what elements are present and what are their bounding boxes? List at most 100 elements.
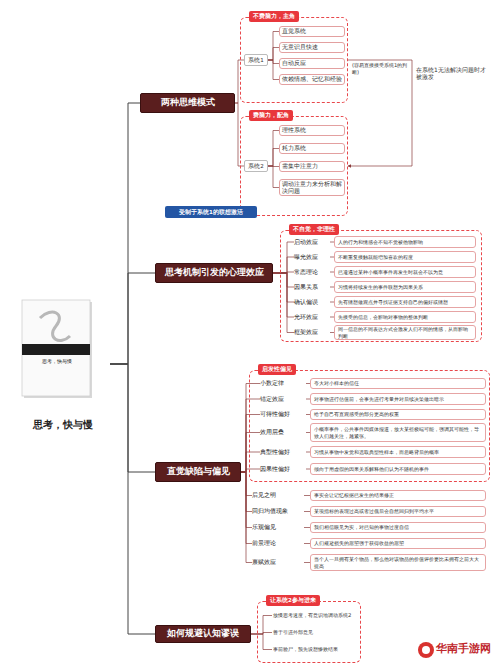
effect-name: 框架效应	[294, 325, 330, 340]
group-tag: 费脑力，配角	[249, 110, 293, 121]
effect-desc: 我们相信眼见为实，对已知的事物过度自信	[310, 522, 486, 533]
node-text: 倾向于用虚假的因果关系解释他们认为不随机的事件	[314, 466, 429, 473]
node-text: 放慢思考速度，有意识地调动系统2	[273, 612, 351, 619]
effect-desc: 给予自己有直观感受的部分更高的权重	[310, 409, 486, 420]
connector	[241, 472, 252, 496]
trait-box: 无意识且快速	[279, 42, 345, 53]
connector	[251, 616, 272, 635]
watermark-logo	[418, 642, 434, 658]
effect-name: 后见之明	[252, 490, 304, 501]
node-text: 锚定效应	[260, 395, 284, 404]
node-text: 人们规避损失的愿望强于获得收益的愿望	[314, 540, 404, 547]
node-text: 无意识且快速	[282, 44, 318, 51]
cover-band	[22, 344, 90, 355]
node-text: 对事物进行估值前，会事先进行考量并对后续决策做出暗示	[314, 396, 444, 403]
node-text: 不断重复接触就能增加喜欢的程度	[338, 254, 413, 261]
effect-desc: 习惯从事物中发觉和选取典型性样本，而忽略背后的概率	[310, 446, 486, 458]
node-text: 小数定律	[260, 379, 284, 388]
tip-item: 放慢思考速度，有意识地调动系统2	[272, 610, 360, 621]
effect-name: 启动效应	[294, 236, 330, 248]
effect-desc: 对事物进行估值前，会事先进行考量并对后续决策做出暗示	[310, 393, 486, 405]
effect-name: 禀赋效应	[252, 554, 304, 571]
connector	[251, 634, 272, 650]
node-text: 光环效应	[294, 313, 318, 322]
group-frame: 启发性偏见小数定律夸大对小样本的信任锚定效应对事物进行估值前，会事先进行考量并对…	[249, 370, 490, 482]
effect-name: 因果关系	[294, 281, 330, 293]
connector	[268, 131, 279, 167]
node-text: 习惯从事物中发觉和选取典型性样本，而忽略背后的概率	[314, 449, 439, 456]
node-text: 后见之明	[252, 491, 276, 500]
tip-item: 善于引进外部意见	[272, 627, 360, 638]
effect-desc: 已遭遇过某种小概率事件再发生时就会不以为意	[334, 266, 476, 278]
node-text: 小概率事件，公共事件因媒体报道，放大某些极端可能，强调其可能性，导致人们越关注，…	[314, 426, 482, 440]
watermark: 华南手游网	[436, 642, 500, 658]
effect-name: 锚定效应	[260, 393, 306, 405]
node-text: 依赖情感、记忆和经验	[282, 76, 342, 83]
trait-box: 依赖情感、记忆和经验	[279, 74, 345, 85]
group-tag: 不费脑力，主角	[249, 11, 299, 22]
effect-name: 典型性偏好	[260, 446, 306, 458]
node-text: 先接受的信息，会影响对事物的整体判断	[338, 314, 428, 321]
node-text: 受制于系统1的联想激活	[179, 209, 243, 216]
node-text: 启动效应	[294, 238, 318, 247]
node-text: 思考机制引发的心理效应	[165, 267, 264, 279]
connector	[241, 433, 260, 473]
effect-desc: 夸大对小样本的信任	[310, 378, 486, 389]
effect-name: 曝光效应	[294, 251, 330, 263]
effect-desc: 倾向于用虚假的因果关系解释他们认为不随机的事件	[310, 463, 486, 475]
trait-box: 自动反应	[279, 58, 345, 69]
node-text: 已遭遇过某种小概率事件再发生时就会不以为意	[338, 269, 443, 276]
effect-name: 乐观偏见	[252, 522, 304, 533]
group-frame: 不自觉，非理性启动效应人的行为和情感会不知不觉被他物影响曝光效应不断重复接触就能…	[280, 230, 482, 342]
node-text: 曝光效应	[294, 253, 318, 262]
connector	[348, 60, 412, 166]
note-tag: 受制于系统1的联想激活	[165, 206, 257, 218]
connector	[241, 472, 252, 544]
connector	[273, 273, 294, 317]
connector	[268, 32, 279, 61]
effect-desc: 人的行为和情感会不知不觉被他物影响	[334, 236, 476, 248]
group-frame: 费脑力，配角系统2理性系统耗力系统需集中注意力调动注意力来分析和解决问题	[240, 116, 348, 216]
connector	[273, 273, 294, 333]
connector	[241, 399, 260, 472]
connector	[273, 257, 294, 273]
effect-name: 确认偏误	[294, 296, 330, 308]
connector	[268, 60, 279, 80]
main-branch: 直觉缺陷与偏见	[155, 462, 241, 482]
node-text: 某项指标的表现过高或者过低后会自然回归到平均水平	[314, 508, 434, 515]
effect-desc: 先有猜想做观点并寻找证据支持自己的偏好或猜想	[334, 296, 476, 308]
effect-desc: 不断重复接触就能增加喜欢的程度	[334, 251, 476, 263]
node-text: 可得性偏好	[260, 410, 290, 419]
group-tag: 不自觉，非理性	[289, 224, 339, 235]
node-text: 系统1	[248, 57, 264, 64]
system-label: 系统2	[244, 160, 268, 172]
effect-desc: 事实会让记忆根据已发生的结果修正	[310, 490, 486, 501]
node-text: 系统2	[248, 163, 264, 170]
connector	[273, 273, 294, 287]
main-branch: 两种思维模式	[140, 93, 235, 113]
connector	[110, 103, 140, 364]
node-text: 夸大对小样本的信任	[314, 380, 359, 387]
main-branch: 如何规避认知谬误	[155, 625, 251, 643]
connector	[268, 60, 279, 64]
node-text: 我们相信眼见为实，对已知的事物过度自信	[314, 524, 409, 531]
node-text: 效用层叠	[260, 428, 284, 437]
node-text: 理性系统	[282, 127, 306, 134]
node-text: 耗力系统	[282, 145, 306, 152]
effect-name: 回归均值现象	[252, 506, 304, 517]
connector	[273, 242, 294, 273]
node-text: 习惯将持续发生的事件联想为因果关系	[338, 284, 423, 291]
connector	[268, 48, 279, 61]
effect-desc: 人们规避损失的愿望强于获得收益的愿望	[310, 538, 486, 549]
node-text: 事实会让记忆根据已发生的结果修正	[314, 492, 394, 499]
node-text: 当个人一旦拥有某个物品，那么他对该物品的价值评价要比未拥有之前大大提高	[314, 556, 482, 570]
node-text: 自动反应	[282, 60, 306, 67]
trait-box: 调动注意力来分析和解决问题	[279, 179, 345, 196]
node-text: 前景理论	[252, 539, 276, 548]
connector	[273, 273, 294, 302]
cover-title: 思考，快与慢	[26, 358, 88, 367]
group-tag: 启发性偏见	[258, 364, 296, 375]
group-frame: 不费脑力，主角系统1直觉系统无意识且快速自动反应依赖情感、记忆和经验	[240, 17, 348, 103]
node-text: 需集中注意力	[282, 163, 318, 170]
connector	[268, 149, 279, 167]
